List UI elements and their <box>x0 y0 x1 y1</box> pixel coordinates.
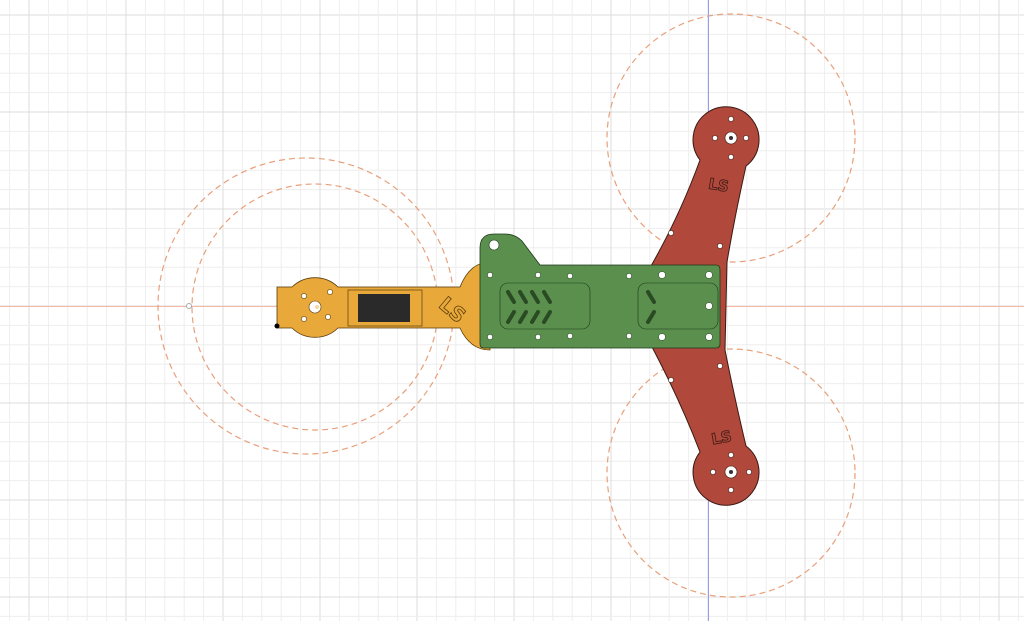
tail-boom[interactable]: LS <box>274 261 491 351</box>
prop-circle-front-bottom <box>606 348 856 598</box>
origin-point <box>186 303 192 309</box>
servo <box>358 294 410 322</box>
motor-shaft-icon <box>729 136 733 140</box>
motor-shaft-icon <box>729 470 733 474</box>
logo: LS <box>707 175 730 196</box>
logo: LS <box>710 427 733 448</box>
sketch-point <box>274 323 280 329</box>
prop-circle-front-top <box>606 13 856 263</box>
center-plate[interactable] <box>479 233 721 349</box>
